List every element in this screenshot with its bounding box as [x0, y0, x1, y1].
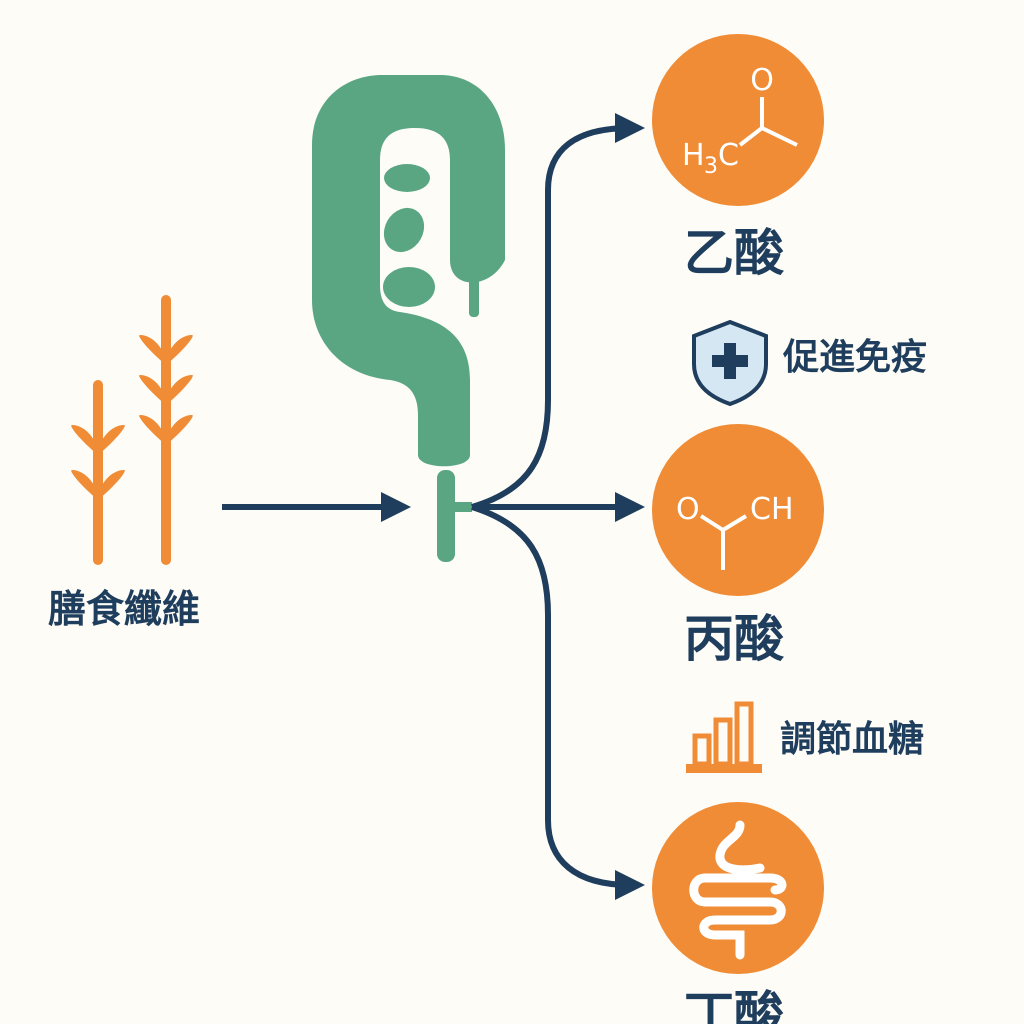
propionic-ch: CH [750, 492, 794, 527]
flow-arrows [222, 113, 645, 900]
wheat-stalk-tall [139, 295, 193, 565]
bar-chart-icon [686, 701, 762, 773]
blood-sugar-effect-label: 調節血糖 [780, 719, 925, 760]
wheat-icon [71, 295, 193, 565]
fiber-label: 膳食纖維 [48, 587, 201, 631]
acetic-acid-label: 乙酸 [684, 224, 784, 282]
acetic-c: C [718, 138, 739, 173]
acetic-h: H [682, 138, 705, 173]
wheat-stalk-short [71, 380, 125, 565]
branch-arrow-acetic [471, 113, 645, 510]
propionic-o: O [676, 492, 700, 527]
shield-plus-icon [692, 319, 768, 407]
butyric-acid-label: 丁酸 [684, 986, 784, 1024]
propionic-acid-label: 丙酸 [684, 610, 784, 668]
acetic-sub: 3 [704, 154, 718, 179]
immune-effect-label: 促進免疫 [783, 337, 928, 378]
acetic-o: O [750, 63, 774, 98]
colon-icon [312, 75, 505, 562]
acetic-acid-structure-icon: O H 3 C [652, 34, 824, 206]
branch-arrow-butyric [471, 504, 645, 900]
propionic-acid-structure-icon: O CH [652, 424, 824, 596]
intestine-icon [652, 802, 824, 974]
